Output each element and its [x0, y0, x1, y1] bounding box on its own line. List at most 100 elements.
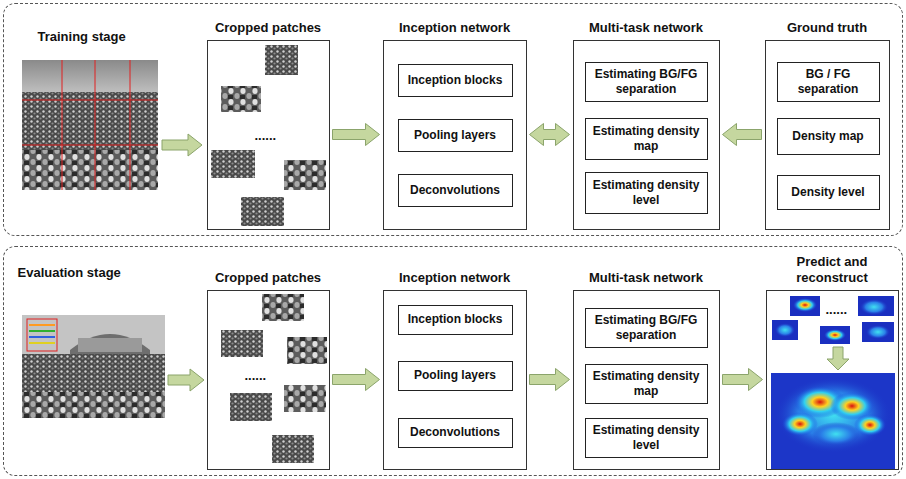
image-patch: [221, 330, 263, 357]
process-box: Pooling layers: [398, 119, 513, 152]
flow-arrow: [162, 134, 202, 156]
grid-line: [62, 60, 63, 190]
module-frame: Cropped patches......: [207, 40, 330, 230]
process-box: Estimating BG/FG separation: [585, 308, 708, 348]
ellipsis-mark: ......: [255, 128, 277, 144]
process-box: Pooling layers: [398, 361, 513, 391]
image-patch: [262, 294, 304, 321]
module-title: Predict and reconstruct: [767, 254, 898, 285]
photo-ground: [22, 60, 158, 190]
box-label: Estimating density level: [591, 423, 702, 453]
process-box: Density level: [777, 175, 880, 210]
heatmap-patch: [858, 296, 894, 316]
heatmap-patch: [790, 296, 820, 316]
box-label: Inception blocks: [408, 73, 503, 88]
flow-arrow: [723, 369, 763, 391]
photo-crowd: [22, 354, 165, 394]
grid-line: [95, 60, 96, 190]
module-frame: Inception networkInception blocksPooling…: [383, 40, 527, 230]
photo-crowd: [22, 92, 158, 154]
flow-arrow: [530, 369, 570, 391]
module-frame: Multi-task networkEstimating BG/FG separ…: [573, 290, 720, 470]
heatmap-patch: [862, 322, 894, 342]
image-patch: [284, 160, 326, 190]
box-label: Estimating density map: [591, 124, 702, 154]
module-title: Cropped patches: [196, 20, 341, 36]
flow-arrow: [333, 369, 380, 391]
module-frame: Cropped patches......: [207, 290, 330, 470]
process-box: Inception blocks: [398, 305, 513, 335]
flow-arrow: [723, 124, 762, 146]
heatmap-spot: [866, 325, 890, 339]
density-maps: [771, 296, 895, 470]
heatmap-spot: [824, 329, 846, 341]
module-frame: Multi-task networkEstimating BG/FG separ…: [573, 40, 720, 230]
process-box: Density map: [777, 118, 880, 155]
module-title: Multi-task network: [562, 20, 731, 36]
stage-panel: Evaluation stageCropped patches......Inc…: [3, 246, 903, 476]
image-patches: [221, 294, 327, 463]
box-label: Estimating BG/FG separation: [591, 313, 702, 343]
flow-arrow: [530, 124, 570, 146]
stage-title: Evaluation stage: [18, 265, 121, 281]
process-box: Deconvolutions: [398, 418, 513, 448]
grid-line: [22, 145, 158, 146]
image-patch: [230, 393, 272, 421]
module-title: Inception network: [372, 20, 538, 36]
module-title: Ground truth: [756, 20, 899, 36]
module-title: Cropped patches: [196, 270, 341, 286]
heatmap-spot: [860, 299, 888, 315]
image-patch: [211, 150, 255, 178]
heatmap-spot: [775, 323, 795, 337]
image-patch: [265, 45, 298, 75]
flow-arrow: [168, 369, 204, 391]
heatmap-patch: [772, 320, 798, 340]
box-label: Deconvolutions: [410, 183, 500, 198]
box-label: Pooling layers: [414, 368, 496, 383]
heatmap-spot: [793, 298, 817, 312]
heatmap-spot: [775, 377, 891, 453]
process-box: Deconvolutions: [398, 174, 513, 207]
image-patch: [221, 86, 261, 112]
crop-window: [27, 319, 57, 351]
image-patches: [211, 45, 326, 226]
process-box: BG / FG separation: [777, 62, 880, 102]
process-box: Inception blocks: [398, 64, 513, 97]
photo-ground: [22, 315, 165, 418]
heatmap-full: [771, 373, 895, 470]
heatmap-spot: [812, 422, 860, 446]
process-box: Estimating density level: [585, 418, 708, 458]
image-patch: [272, 435, 314, 463]
box-label: Inception blocks: [408, 312, 503, 327]
module-title: Inception network: [372, 270, 538, 286]
image-patch: [287, 337, 327, 364]
grid-line: [22, 100, 158, 101]
stage-panel: Training stageCropped patches......Incep…: [3, 3, 903, 236]
image-patch: [284, 385, 326, 412]
process-box: Estimating density level: [585, 172, 708, 214]
crop-line: [29, 342, 55, 344]
image-patch: [241, 197, 284, 226]
box-label: Deconvolutions: [410, 425, 500, 440]
box-label: Density map: [792, 129, 863, 144]
box-label: Estimating density level: [591, 178, 702, 208]
stage-title: Training stage: [38, 29, 126, 45]
box-label: Pooling layers: [414, 128, 496, 143]
box-label: BG / FG separation: [783, 67, 874, 97]
crowd-photo: [22, 60, 158, 190]
ellipsis-mark: ......: [826, 302, 848, 318]
box-label: Density level: [791, 185, 864, 200]
module-frame: Inception networkInception blocksPooling…: [383, 290, 527, 470]
heatmap-patch: [820, 326, 850, 344]
flow-arrow: [333, 124, 380, 146]
module-frame: Predict and reconstruct......: [766, 290, 899, 470]
flow-arrow: [827, 347, 849, 370]
photo-crowd: [22, 150, 158, 190]
process-box: Estimating BG/FG separation: [585, 62, 708, 102]
photo-structure: [70, 334, 150, 356]
grid-line: [130, 60, 131, 190]
module-frame: Ground truthBG / FG separationDensity ma…: [765, 40, 890, 230]
